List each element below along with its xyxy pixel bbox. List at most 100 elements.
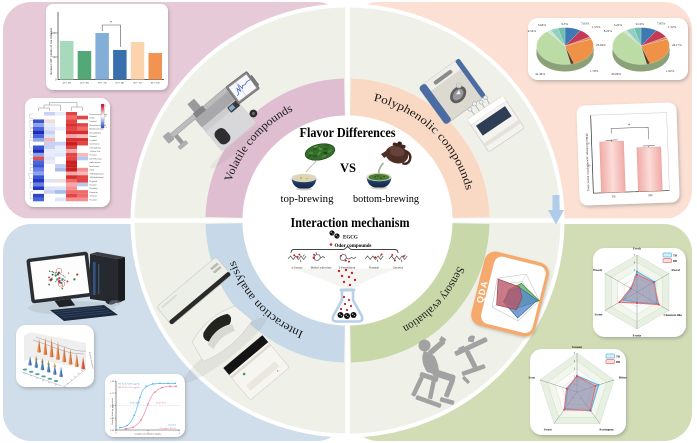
svg-text:80°C BB: 80°C BB (151, 82, 160, 85)
svg-text:Phenylethyl alcohol: Phenylethyl alcohol (90, 125, 107, 127)
svg-text:4: 4 (634, 261, 636, 264)
svg-text:TB: TB (673, 254, 677, 258)
svg-text:IC50=48.9: IC50=48.9 (130, 403, 141, 405)
svg-text:TB: TB (612, 194, 616, 198)
svg-text:S4: S4 (42, 380, 45, 383)
svg-text:Nonanal: Nonanal (90, 136, 97, 138)
svg-text:7.63%: 7.63% (581, 22, 590, 26)
svg-text:TB IC50=48.9 μg/mL: TB IC50=48.9 μg/mL (118, 383, 140, 386)
svg-text:Aroma OAV values of tea infusi: Aroma OAV values of tea infusion (49, 28, 53, 75)
svg-text:S1: S1 (24, 373, 27, 376)
svg-text:Nerolidol: Nerolidol (90, 188, 98, 190)
svg-text:1000: 1000 (51, 32, 57, 35)
svg-text:Sweet: Sweet (544, 427, 553, 431)
svg-text:Methyl salicylate: Methyl salicylate (311, 266, 332, 270)
svg-text:Interaction mechanism: Interaction mechanism (291, 216, 410, 231)
svg-text:Hexanal: Hexanal (90, 155, 97, 157)
svg-text:0.00: 0.00 (110, 430, 115, 432)
svg-text:Floral: Floral (672, 268, 680, 272)
svg-text:Geraniol binding proportion: Geraniol binding proportion (111, 397, 114, 425)
svg-text:Relative abundance: Relative abundance (88, 352, 94, 369)
svg-text:Woody: Woody (593, 268, 603, 272)
svg-text:Flavor Differences: Flavor Differences (300, 126, 396, 141)
svg-text:EGCG: EGCG (343, 236, 358, 241)
svg-text:TB: TB (616, 355, 620, 359)
svg-text:40°C TB: 40°C TB (63, 82, 72, 85)
svg-text:Hexanol: Hexanol (90, 199, 97, 201)
svg-text:60°C BB: 60°C BB (115, 82, 124, 85)
svg-text:(E)-2-Hexenal: (E)-2-Hexenal (90, 157, 102, 160)
svg-text:41.44%: 41.44% (535, 72, 545, 76)
svg-text:Sweet: Sweet (595, 313, 604, 317)
svg-text:0.25: 0.25 (110, 418, 115, 420)
svg-text:— Geraniol: — Geraniol (164, 425, 176, 427)
svg-text:-2: -2 (105, 127, 107, 129)
svg-text:Sour: Sour (529, 376, 536, 380)
svg-text:bottom-brewing: bottom-brewing (353, 194, 419, 205)
svg-text:0.75: 0.75 (110, 393, 115, 395)
svg-text:BB: BB (648, 193, 652, 197)
svg-text:Chestnut-like: Chestnut-like (664, 313, 683, 317)
svg-text:43.09%: 43.09% (611, 72, 621, 76)
svg-text:Odor compounds: Odor compounds (335, 244, 372, 249)
svg-text:1.52%: 1.52% (668, 25, 677, 29)
svg-text:4: 4 (574, 360, 576, 363)
svg-text:Geraniol: Geraniol (90, 140, 98, 142)
svg-text:Fresh: Fresh (633, 247, 641, 251)
svg-text:1-Octen-3-ol: 1-Octen-3-ol (90, 151, 101, 153)
svg-text:VS: VS (340, 161, 356, 175)
svg-text:Benzeneacetaldehyde: Benzeneacetaldehyde (90, 114, 108, 116)
svg-text:BB IC50=76.2 μg/mL: BB IC50=76.2 μg/mL (118, 386, 141, 389)
svg-text:Bitter: Bitter (619, 376, 628, 380)
svg-text:5: 5 (574, 352, 576, 355)
svg-text:Ocimene: Ocimene (90, 196, 98, 198)
svg-text:●: ● (276, 369, 279, 373)
svg-text:40°C BB: 40°C BB (80, 82, 89, 85)
svg-text:500: 500 (52, 56, 57, 59)
svg-text:3: 3 (634, 269, 636, 272)
svg-text:1.55%: 1.55% (592, 25, 601, 29)
svg-text:S6: S6 (55, 384, 58, 387)
svg-text:3.22%: 3.22% (614, 23, 623, 27)
svg-text:8.22%: 8.22% (604, 29, 613, 33)
svg-text:IC50=76.2: IC50=76.2 (156, 403, 167, 405)
svg-text:1.00: 1.00 (110, 381, 115, 383)
svg-text:4: 4 (178, 433, 180, 435)
svg-text:2: 2 (147, 433, 148, 435)
svg-text:Indole: Indole (90, 118, 95, 120)
svg-text:60°C TB: 60°C TB (98, 82, 107, 85)
svg-text:Nonanal: Nonanal (369, 266, 379, 270)
svg-text:*: * (110, 20, 113, 25)
svg-text:1: 1 (634, 284, 636, 287)
svg-text:*: * (628, 122, 631, 127)
svg-text:0: 0 (115, 433, 117, 435)
svg-text:Decanal: Decanal (90, 184, 97, 186)
svg-text:0.50: 0.50 (110, 406, 115, 408)
svg-text:25.92%: 25.92% (596, 43, 606, 47)
svg-text:S5: S5 (48, 382, 51, 385)
svg-text:1.79%: 1.79% (590, 69, 599, 73)
svg-text:26.17%: 26.17% (672, 43, 682, 47)
svg-text:2-Pentylfuran: 2-Pentylfuran (90, 146, 101, 149)
svg-text:Astringent: Astringent (599, 427, 614, 431)
svg-text:cis-Jasmone: cis-Jasmone (90, 144, 100, 146)
svg-text:5: 5 (634, 254, 636, 257)
svg-text:beta-Ionone: beta-Ionone (90, 166, 100, 168)
svg-text:BB: BB (616, 360, 620, 364)
svg-text:30: 30 (588, 164, 591, 167)
svg-text:Geraniol: Geraniol (393, 266, 404, 270)
svg-text:Citral: Citral (90, 170, 95, 172)
svg-text:4.54%: 4.54% (528, 29, 537, 33)
svg-text:BB: BB (673, 259, 677, 263)
svg-text:Total content of polyphenolic: Total content of polyphenolic substances… (584, 133, 590, 191)
svg-text:— Geraniol+EGCG: — Geraniol+EGCG (157, 428, 177, 430)
svg-text:Benzaldehyde: Benzaldehyde (90, 132, 102, 134)
svg-text:3-Methylbutanal: 3-Methylbutanal (90, 177, 104, 179)
svg-text:alpha-Ionone: alpha-Ionone (90, 162, 101, 164)
svg-text:S2: S2 (30, 375, 33, 378)
svg-text:0: 0 (105, 116, 106, 118)
svg-text:Fruity: Fruity (633, 334, 642, 338)
svg-text:Log10 concentration (μg/L): Log10 concentration (μg/L) (135, 433, 162, 436)
svg-text:2: 2 (105, 106, 106, 108)
svg-text:2-Pentylfuran: 2-Pentylfuran (339, 266, 356, 270)
